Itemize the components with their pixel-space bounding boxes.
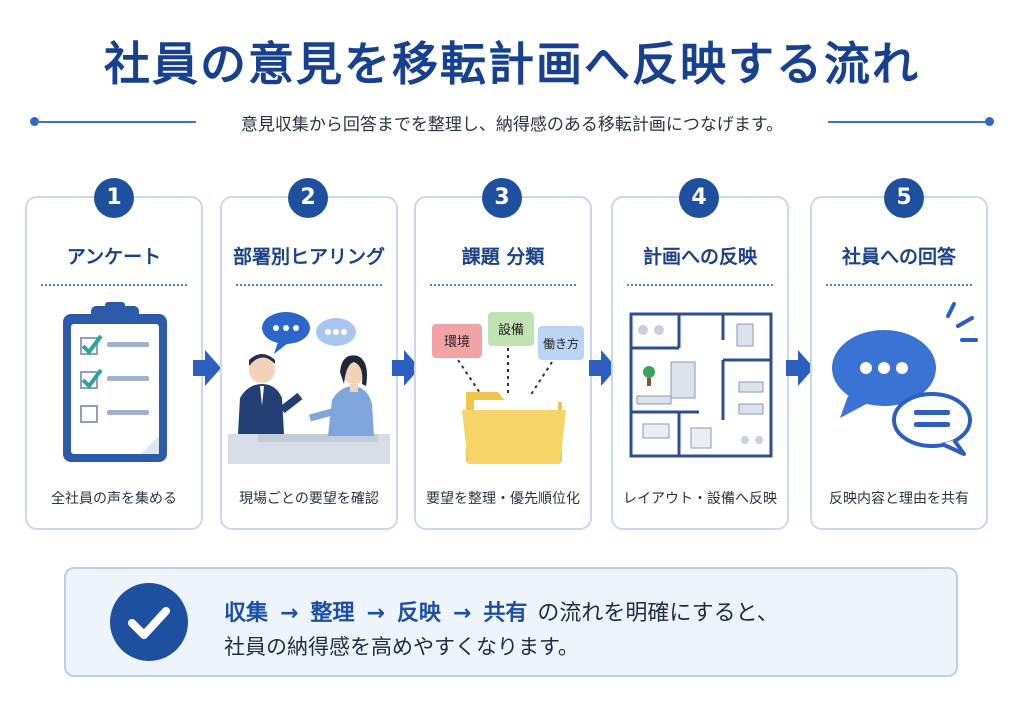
step-number-3: 3: [482, 178, 522, 218]
tag-environment: [432, 324, 482, 358]
speech-bubbles-icon: [832, 302, 978, 456]
arrow-right-icon: [392, 350, 420, 386]
floor-plan-icon: [629, 312, 773, 458]
step-title: アンケート: [66, 246, 162, 268]
summary-box: 収集 → 整理 → 反映 → 共有の流れを明確にすると、 社員の納得感を高めやすくなります。: [64, 567, 958, 677]
clipboard-checklist-icon: [63, 302, 167, 462]
step-title: 課題 分類: [461, 246, 545, 268]
flow-arrow: →: [280, 601, 299, 626]
keyword-organize: 整理: [310, 601, 355, 626]
step-caption: 全社員の声を集める: [51, 491, 177, 507]
divider-line-right: [828, 121, 988, 123]
step-card-3: 課題 分類 環境 設備 働き方 要望を整理・優先順位化: [414, 196, 592, 530]
arrow-right-icon: [786, 350, 814, 386]
tag-equipment-label: 設備: [498, 322, 524, 338]
flow-arrow: →: [452, 601, 472, 626]
dotted-divider: [236, 284, 382, 286]
step-card-4: 計画への反映 レイアウト・設備へ反映: [611, 196, 789, 530]
dotted-divider: [627, 284, 773, 286]
step-caption: 要望を整理・優先順位化: [426, 491, 580, 507]
step-title: 計画への反映: [642, 246, 757, 268]
arrow-right-icon: [589, 350, 617, 386]
step-caption: レイアウト・設備へ反映: [623, 491, 777, 507]
keyword-collect: 収集: [224, 601, 269, 626]
dotted-divider: [826, 284, 972, 286]
tag-environment-label: 環境: [444, 335, 470, 350]
tag-workstyle: [538, 326, 584, 360]
tag-workstyle-label: 働き方: [543, 336, 579, 351]
subtitle: 意見収集から回答までを整理し、納得感のある移転計画につなげます。: [240, 115, 784, 135]
step-card-2: 部署別ヒアリング 現場ごとの要望を確認: [220, 196, 398, 530]
keyword-share: 共有: [483, 601, 528, 626]
divider-line-left: [36, 121, 196, 123]
summary-line-1-rest: の流れを明確にすると、: [537, 601, 779, 626]
step-number-5: 5: [884, 178, 924, 218]
subtitle-row: 意見収集から回答までを整理し、納得感のある移転計画につなげます。: [30, 108, 994, 136]
keyword-reflect: 反映: [396, 601, 441, 626]
divider-dot-left: [30, 117, 39, 126]
meeting-conversation-icon: [228, 312, 390, 464]
step-card-1: アンケート 全社員の声を集める: [25, 196, 203, 530]
step-caption: 反映内容と理由を共有: [829, 491, 969, 507]
flow-arrow: →: [366, 601, 385, 626]
dotted-divider: [41, 284, 187, 286]
tag-equipment: [488, 312, 534, 346]
page-title: 社員の意見を移転計画へ反映する流れ: [104, 37, 920, 91]
step-title: 部署別ヒアリング: [232, 246, 385, 268]
step-title: 社員への回答: [841, 246, 956, 268]
step-number-2: 2: [288, 178, 328, 218]
arrow-right-icon: [193, 350, 221, 386]
summary-line-2: 社員の納得感を高めやすくなります。: [224, 635, 579, 659]
step-caption: 現場ごとの要望を確認: [239, 491, 379, 507]
checkmark-icon: [110, 583, 188, 661]
folder-tags-icon: 環境 設備 働き方: [432, 312, 584, 464]
summary-line-1: 収集 → 整理 → 反映 → 共有の流れを明確にすると、: [224, 595, 779, 627]
dotted-divider: [430, 284, 576, 286]
step-number-4: 4: [679, 178, 719, 218]
step-card-5: 社員への回答 反映内容と理由を共有: [810, 196, 988, 530]
divider-dot-right: [985, 117, 994, 126]
step-number-1: 1: [94, 178, 134, 218]
